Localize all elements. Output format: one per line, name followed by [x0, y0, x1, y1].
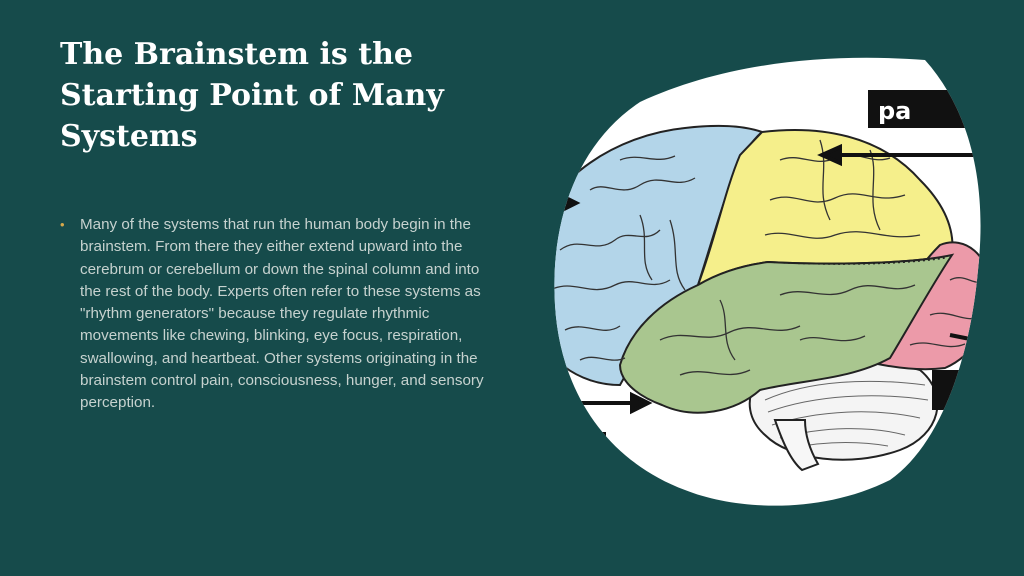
bullet-item: • Many of the systems that run the human…: [58, 214, 488, 415]
bullet-text: Many of the systems that run the human b…: [80, 216, 484, 412]
temporal-lobe-region: [618, 253, 955, 414]
bullet-marker: •: [60, 217, 65, 232]
bullet-list: • Many of the systems that run the human…: [58, 214, 488, 415]
label-text-top: pa: [878, 97, 911, 125]
lobe-boundary-dotted: [767, 257, 946, 265]
label-box-right: [932, 370, 972, 410]
brain-diagram-image: pa: [520, 40, 990, 510]
brainstem-region: [773, 419, 820, 472]
brain-illustration: pa: [554, 57, 981, 506]
slide-title: The Brainstem is the Starting Point of M…: [60, 37, 444, 154]
label-box-bottom-left: [580, 432, 606, 454]
